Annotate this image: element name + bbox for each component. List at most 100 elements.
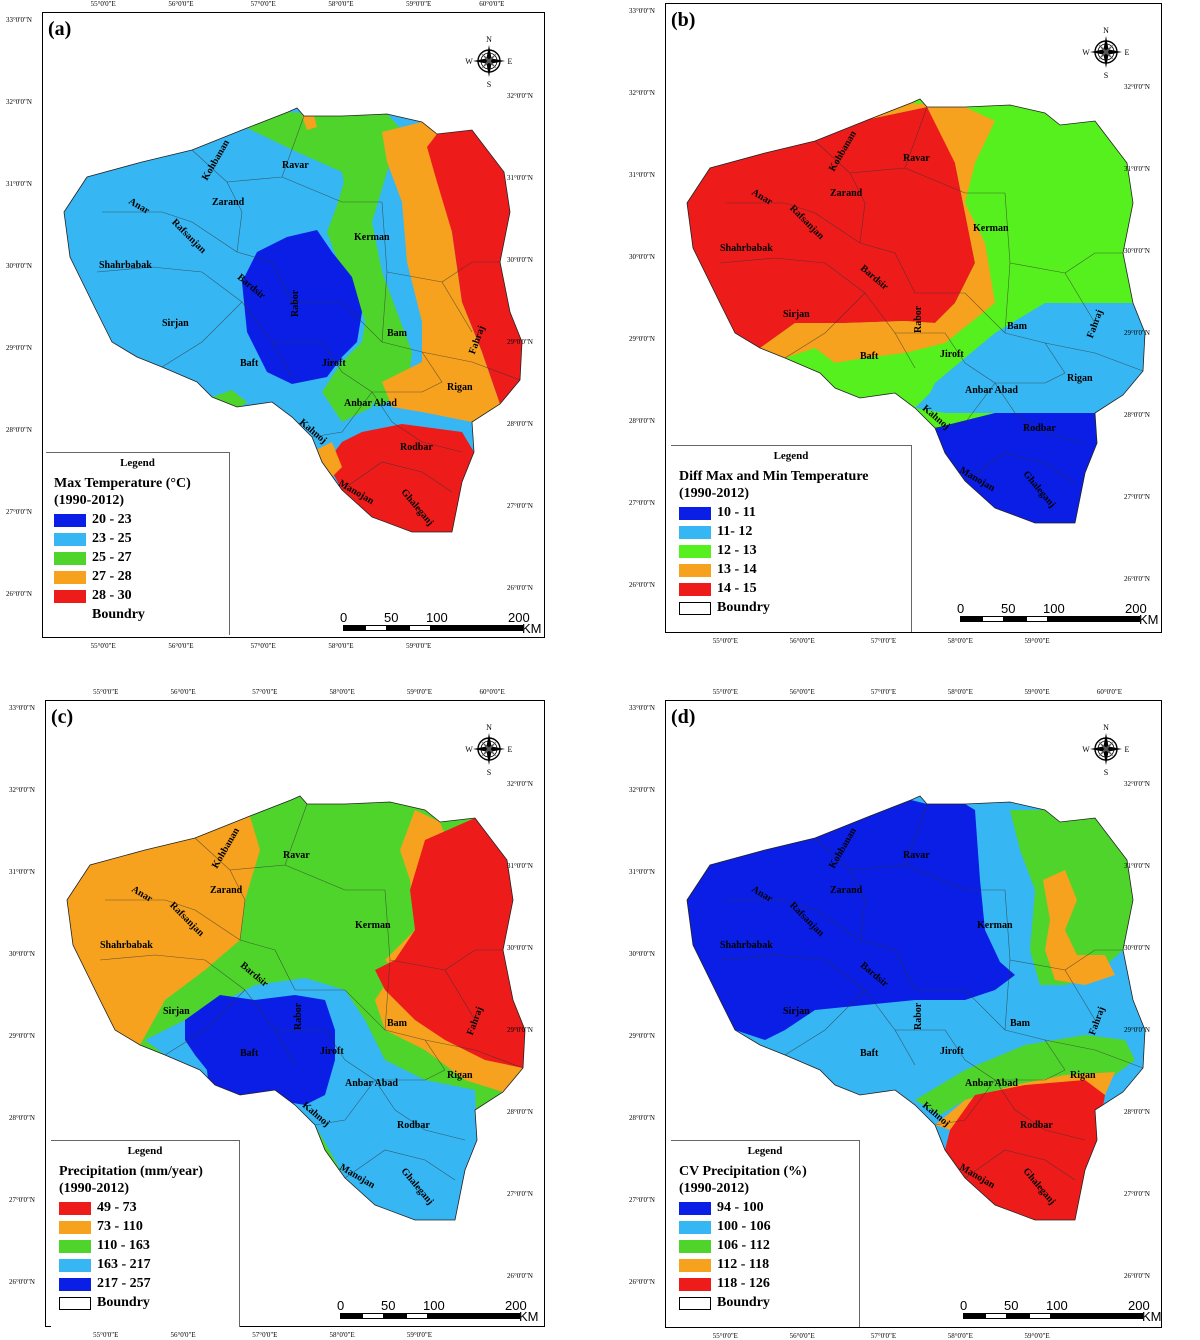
scale-segment: [985, 1313, 1007, 1319]
district-boundary: [725, 899, 861, 941]
district-boundary: [1044, 342, 1144, 372]
latitude-tick-left: 27°0'0"N: [9, 1196, 35, 1204]
longitude-tick: 60°0'0"E: [479, 688, 505, 696]
compass-letter: S: [487, 80, 491, 89]
zone-polygon: [915, 1035, 1135, 1115]
latitude-tick-right: 32°0'0"N: [507, 92, 533, 100]
latitude-tick-left: 30°0'0"N: [9, 950, 35, 958]
longitude-tick: 58°0'0"E: [329, 688, 355, 696]
zone-polygon: [242, 230, 362, 384]
latitude-tick-left: 32°0'0"N: [629, 786, 655, 794]
scale-segment: [1051, 1313, 1143, 1319]
legend-class-label: 11- 12: [717, 524, 753, 539]
legend-swatch: [679, 1239, 711, 1253]
district-boundary: [314, 1079, 376, 1126]
scale-tick-label: 0: [340, 610, 348, 625]
legend-swatch: [59, 1239, 91, 1253]
zone-polygon: [760, 103, 995, 363]
latitude-tick-left: 31°0'0"N: [6, 180, 32, 188]
panel-label: (c): [51, 706, 74, 728]
legend-boundary-label: Boundry: [717, 1295, 770, 1310]
legend-class-label: 110 - 163: [97, 1238, 150, 1253]
latitude-tick-right: 29°0'0"N: [1124, 1026, 1150, 1034]
latitude-tick-left: 31°0'0"N: [629, 868, 655, 876]
longitude-tick-bottom: 57°0'0"E: [252, 1331, 278, 1339]
legend-boundary-swatch: [679, 1296, 711, 1310]
zone-polygon: [915, 303, 1145, 413]
legend-class-label: 13 - 14: [717, 562, 757, 577]
district-boundary: [895, 332, 966, 364]
legend-row: 14 - 15: [679, 581, 911, 597]
legend-heading: CV Precipitation (%)(1990-2012): [679, 1163, 859, 1197]
place-label: Shahrbabak: [720, 243, 773, 254]
latitude-tick-left: 30°0'0"N: [629, 950, 655, 958]
district-boundary: [915, 989, 1006, 1031]
scale-unit: KM: [1142, 1309, 1162, 1324]
district-boundary: [99, 954, 246, 991]
district-boundary: [372, 381, 443, 393]
district-boundary: [904, 167, 1005, 194]
latitude-tick-right: 31°0'0"N: [1124, 862, 1150, 870]
place-label: Sirjan: [163, 1006, 190, 1017]
district-boundary: [394, 1109, 466, 1141]
scale-segment: [343, 625, 365, 631]
scale-segment: [1048, 616, 1140, 622]
compass-letter: W: [1082, 48, 1090, 57]
legend-class-label: 112 - 118: [717, 1257, 770, 1272]
place-label: Jiroft: [940, 1046, 964, 1057]
scale-tick-label: 200: [1125, 601, 1147, 616]
legend-row: 12 - 13: [679, 543, 911, 559]
latitude-tick-left: 30°0'0"N: [6, 262, 32, 270]
scale-unit: KM: [519, 1309, 539, 1324]
latitude-tick-left: 27°0'0"N: [629, 499, 655, 507]
district-boundary: [102, 211, 238, 253]
latitude-tick-right: 27°0'0"N: [1124, 493, 1150, 501]
place-label: Anbar Abad: [344, 398, 397, 409]
latitude-tick-left: 26°0'0"N: [6, 590, 32, 598]
place-label: Rigan: [447, 382, 473, 393]
district-boundary: [995, 1069, 1066, 1081]
longitude-tick: 60°0'0"E: [479, 0, 505, 8]
legend-row-boundary: Boundry: [54, 607, 229, 623]
longitude-tick-bottom: 59°0'0"E: [1024, 637, 1050, 645]
district-boundary: [194, 837, 246, 941]
place-label: Kerman: [354, 232, 390, 243]
district-boundary: [995, 372, 1066, 384]
legend-row-boundary: Boundry: [679, 600, 911, 616]
zone-polygon: [945, 1080, 1105, 1220]
legend-swatch: [679, 544, 711, 558]
zone-polygon: [185, 995, 335, 1105]
place-label: Bam: [1007, 321, 1027, 332]
legend-heading: Max Temperature (°C)(1990-2012): [54, 475, 229, 509]
district-boundary: [1044, 1039, 1144, 1069]
district-boundary: [292, 301, 383, 343]
longitude-tick-bottom: 55°0'0"E: [712, 637, 738, 645]
latitude-tick-right: 28°0'0"N: [507, 420, 533, 428]
zone-polygon: [382, 122, 500, 422]
legend-row: 112 - 118: [679, 1257, 859, 1273]
place-label: Bam: [387, 328, 407, 339]
legend-class-label: 73 - 110: [97, 1219, 143, 1234]
scale-tick-label: 200: [505, 1298, 527, 1313]
legend-row: 163 - 217: [59, 1257, 239, 1273]
place-label: Rodbar: [400, 442, 433, 453]
province-boundary: [63, 107, 523, 533]
longitude-tick: 56°0'0"E: [170, 688, 196, 696]
latitude-tick-right: 27°0'0"N: [507, 502, 533, 510]
legend-swatch: [59, 1258, 91, 1272]
legend-swatch: [679, 1277, 711, 1291]
longitude-tick: 55°0'0"E: [90, 0, 116, 8]
legend-row: 118 - 126: [679, 1276, 859, 1292]
place-label: Bam: [387, 1018, 407, 1029]
latitude-tick-right: 29°0'0"N: [1124, 329, 1150, 337]
legend-class-label: 49 - 73: [97, 1200, 137, 1215]
legend-boundary-label: Boundry: [97, 1295, 150, 1310]
compass-letter: N: [486, 35, 492, 44]
district-boundary: [784, 989, 866, 1056]
latitude-tick-right: 26°0'0"N: [507, 1272, 533, 1280]
